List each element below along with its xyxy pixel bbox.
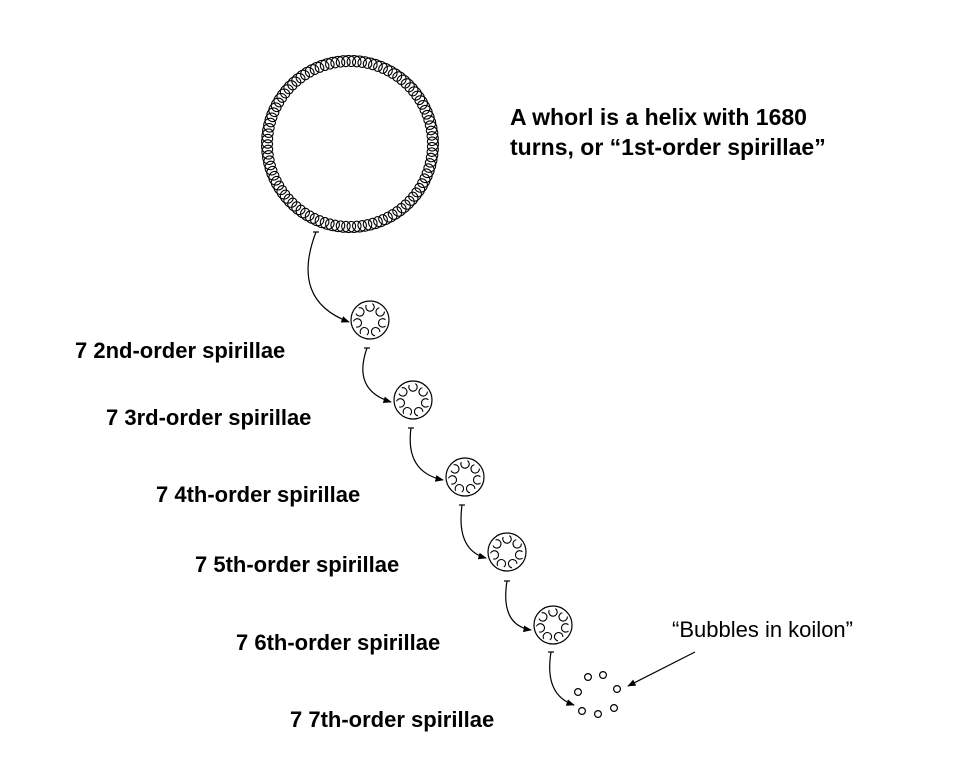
- spirilla-curl: [560, 623, 569, 633]
- spirilla-outline: [350, 300, 390, 340]
- whorl-coil: [260, 54, 440, 234]
- spirilla-curl: [377, 318, 386, 328]
- spirilla-curl: [450, 464, 460, 474]
- spirilla-outline: [393, 380, 433, 420]
- spirilla-curl: [553, 631, 564, 642]
- spirilla-cluster-5: [487, 532, 527, 572]
- label-5th-order: 7 5th-order spirillae: [195, 552, 400, 577]
- spirilla-cluster-2: [350, 300, 390, 340]
- connector-arrow-4: [460, 504, 487, 560]
- spirilla-curl: [420, 398, 429, 408]
- whorl-description-line-2: turns, or “1st-order spirillae”: [510, 134, 826, 160]
- spirilla-outline: [445, 457, 485, 497]
- spirilla-curl: [375, 307, 385, 317]
- label-2nd-order: 7 2nd-order spirillae: [75, 338, 286, 363]
- spirilla-curl: [395, 398, 406, 408]
- spirilla-curl: [502, 535, 512, 544]
- whorl-helix-ring: [260, 54, 440, 234]
- spirilla-curl: [558, 612, 568, 622]
- spirilla-curl: [370, 326, 381, 337]
- spirilla-curl: [454, 484, 465, 493]
- label-6th-order: 7 6th-order spirillae: [236, 630, 441, 655]
- spirilla-curl: [365, 303, 375, 312]
- spirilla-curl: [535, 623, 546, 633]
- spirilla-cluster-4: [445, 457, 485, 497]
- connector-arrow-2: [362, 347, 392, 403]
- connector-arrows: [307, 231, 575, 706]
- spirilla-curl: [359, 327, 370, 336]
- spirilla-curl: [355, 307, 365, 317]
- label-7th-order: 7 7th-order spirillae: [290, 707, 495, 732]
- spirilla-curl: [447, 475, 458, 485]
- spirilla-curl: [496, 559, 507, 568]
- spirilla-outline: [533, 605, 573, 645]
- spirilla-curl: [402, 407, 413, 416]
- spirilla-curl: [413, 406, 424, 417]
- bubbles-note: “Bubbles in koilon”: [672, 617, 853, 642]
- bubble-7: [609, 703, 618, 712]
- spirilla-curl: [352, 318, 363, 328]
- bubble-2: [598, 670, 607, 679]
- spirilla-curl: [465, 483, 476, 494]
- bubbles-pointer-arrow: [627, 651, 696, 687]
- spirilla-curl: [538, 612, 548, 622]
- connector-arrow-6: [549, 651, 575, 706]
- spirilla-curl: [398, 387, 408, 397]
- connector-arrow-1: [307, 231, 350, 323]
- spirilla-curl: [470, 464, 480, 474]
- spirilla-cluster-6: [533, 605, 573, 645]
- spirilla-curl: [492, 539, 502, 549]
- bubble-1: [583, 672, 592, 681]
- spirilla-curl: [489, 550, 500, 560]
- spirilla-cluster-3: [393, 380, 433, 420]
- bubble-6: [593, 709, 602, 718]
- spirilla-curl: [512, 539, 522, 549]
- spirilla-curl: [542, 632, 553, 641]
- spirilla-curl: [408, 383, 418, 392]
- connector-arrow-5: [505, 580, 532, 633]
- spirillae-group: [350, 300, 573, 645]
- whorl-description: A whorl is a helix with 1680 turns, or “…: [510, 102, 826, 162]
- spirilla-outline: [487, 532, 527, 572]
- bubble-3: [573, 687, 582, 696]
- koilon-bubbles: [573, 651, 696, 718]
- spirilla-curl: [548, 608, 558, 617]
- spirilla-curl: [418, 387, 428, 397]
- whorl-description-line-1: A whorl is a helix with 1680: [510, 104, 807, 130]
- label-3rd-order: 7 3rd-order spirillae: [106, 405, 312, 430]
- label-4th-order: 7 4th-order spirillae: [156, 482, 361, 507]
- spirilla-curl: [460, 460, 470, 469]
- connector-arrow-3: [409, 427, 444, 482]
- bubble-5: [577, 706, 586, 715]
- spirilla-curl: [472, 475, 481, 485]
- bubble-4: [612, 684, 621, 693]
- spirilla-curl: [514, 550, 523, 560]
- spirilla-curl: [507, 558, 518, 569]
